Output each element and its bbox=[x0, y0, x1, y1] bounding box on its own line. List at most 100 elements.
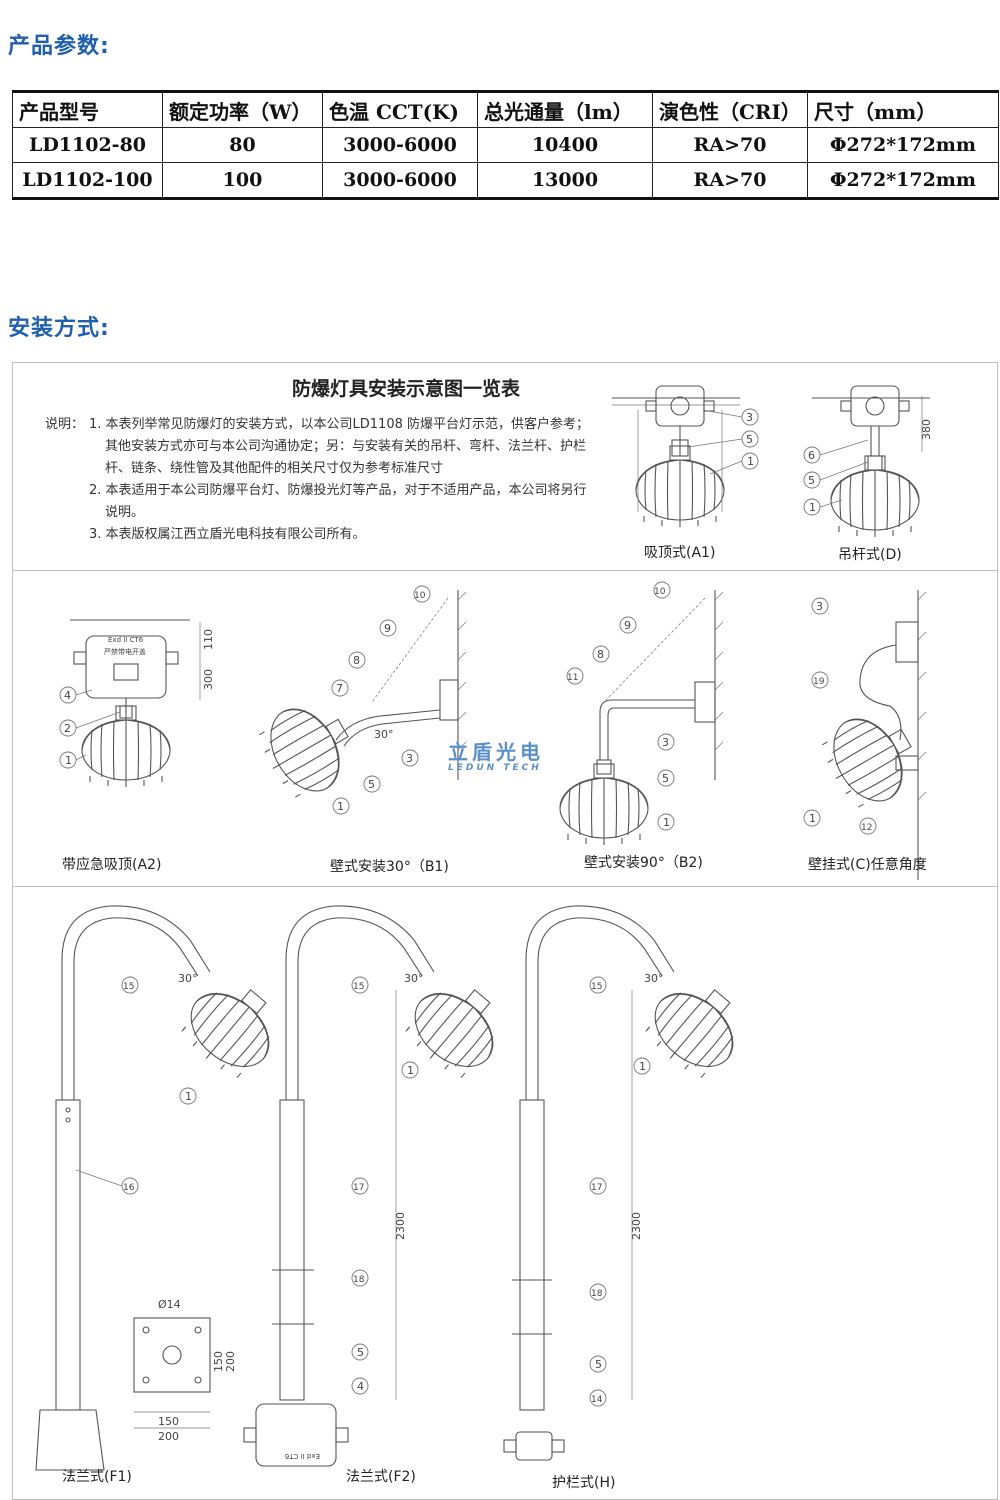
table-row: LD1102-100 100 3000-6000 13000 RA>70 Φ27… bbox=[12, 162, 999, 200]
header-cri: 演色性（CRI） bbox=[652, 90, 808, 128]
note-label: 说明： bbox=[45, 417, 85, 432]
svg-text:1: 1 bbox=[639, 1060, 646, 1073]
sheet-notes: 说明： 1. 本表列举常见防爆灯的安装方式，以本公司LD1108 防爆平台灯示范… bbox=[45, 414, 590, 546]
dim-380: 380 bbox=[920, 419, 933, 440]
svg-text:15: 15 bbox=[353, 982, 364, 992]
cell-cct: 3000-6000 bbox=[322, 162, 478, 200]
cell-power: 100 bbox=[162, 162, 323, 200]
svg-text:1: 1 bbox=[747, 455, 754, 468]
svg-text:1: 1 bbox=[185, 1090, 192, 1103]
note-item: 1. 本表列举常见防爆灯的安装方式，以本公司LD1108 防爆平台灯示范，供客户… bbox=[89, 417, 590, 476]
angle-30: 30° bbox=[178, 972, 198, 985]
svg-text:4: 4 bbox=[357, 1380, 364, 1393]
caption-a2: 带应急吸顶(A2) bbox=[62, 857, 162, 873]
angle-30: 30° bbox=[644, 972, 664, 985]
angle-30: 30° bbox=[374, 728, 394, 741]
install-heading: 安装方式: bbox=[8, 316, 110, 341]
cell-cri: RA>70 bbox=[652, 127, 808, 163]
box-label-2: 严禁带电开盖 bbox=[104, 647, 146, 656]
svg-text:1: 1 bbox=[663, 816, 670, 829]
svg-text:3: 3 bbox=[816, 600, 823, 613]
cell-flux: 13000 bbox=[477, 162, 653, 200]
svg-text:2: 2 bbox=[64, 722, 71, 735]
params-heading: 产品参数: bbox=[8, 34, 110, 59]
caption-b1: 壁式安装30°（B1) bbox=[330, 859, 449, 875]
svg-text:14: 14 bbox=[591, 1395, 603, 1405]
caption-h: 护栏式(H) bbox=[552, 1475, 616, 1491]
svg-text:16: 16 bbox=[123, 1183, 135, 1193]
dim-dia14: Ø14 bbox=[158, 1298, 181, 1311]
watermark-cn: 立盾光电 bbox=[448, 740, 544, 764]
svg-text:9: 9 bbox=[384, 622, 391, 635]
svg-text:4: 4 bbox=[64, 689, 71, 702]
svg-text:15: 15 bbox=[591, 982, 602, 992]
cell-cri: RA>70 bbox=[652, 162, 808, 200]
svg-text:12: 12 bbox=[861, 823, 872, 833]
svg-text:7: 7 bbox=[336, 682, 343, 695]
dim-110: 110 bbox=[202, 629, 215, 650]
drawing-d: 380 651 bbox=[803, 385, 933, 538]
sheet-divider bbox=[12, 570, 998, 571]
note-item: 2. 本表适用于本公司防爆平台灯、防爆投光灯等产品，对于不适用产品，本公司将另行… bbox=[89, 483, 587, 520]
caption-b2: 壁式安装90°（B2) bbox=[584, 855, 703, 871]
drawing-h: 2300 30° 15 1 17 18 5 14 bbox=[503, 905, 757, 1461]
sheet-divider bbox=[12, 886, 998, 887]
svg-text:11: 11 bbox=[567, 673, 578, 683]
header-model: 产品型号 bbox=[12, 90, 163, 128]
svg-text:10: 10 bbox=[654, 587, 666, 597]
svg-text:5: 5 bbox=[595, 1358, 602, 1371]
svg-text:18: 18 bbox=[353, 1275, 365, 1285]
header-flux: 总光通量（lm） bbox=[477, 90, 653, 128]
watermark-en: LEDUN TECH bbox=[448, 763, 542, 773]
drawing-b2: 10 9 8 11 3 5 1 bbox=[559, 581, 724, 846]
box-label-1: Exd II CT6 bbox=[108, 636, 144, 644]
sheet-title: 防爆灯具安装示意图一览表 bbox=[292, 378, 521, 400]
box-label-mirrored: Exd II CT6 bbox=[284, 1452, 320, 1460]
header-cct: 色温 CCT(K) bbox=[322, 90, 478, 128]
drawing-b1: 30° 10 9 8 7 3 5 1 bbox=[250, 585, 467, 815]
cell-model: LD1102-80 bbox=[12, 127, 163, 163]
caption-f2: 法兰式(F2) bbox=[346, 1469, 416, 1485]
caption-a1: 吸顶式(A1) bbox=[644, 545, 716, 561]
svg-text:1: 1 bbox=[407, 1064, 414, 1077]
svg-text:5: 5 bbox=[662, 772, 669, 785]
svg-text:5: 5 bbox=[368, 778, 375, 791]
svg-text:15: 15 bbox=[123, 982, 134, 992]
svg-text:9: 9 bbox=[624, 619, 631, 632]
svg-text:10: 10 bbox=[414, 591, 426, 601]
cell-flux: 10400 bbox=[477, 127, 653, 163]
cell-size: Φ272*172mm bbox=[807, 127, 999, 163]
dim-2300: 2300 bbox=[394, 1212, 407, 1240]
svg-text:8: 8 bbox=[597, 648, 604, 661]
svg-text:1: 1 bbox=[809, 812, 816, 825]
svg-text:17: 17 bbox=[353, 1183, 364, 1193]
svg-text:19: 19 bbox=[813, 677, 825, 687]
svg-text:1: 1 bbox=[65, 754, 72, 767]
svg-text:5: 5 bbox=[357, 1346, 364, 1359]
svg-text:8: 8 bbox=[353, 654, 360, 667]
note-item: 3. 本表版权属江西立盾光电科技有限公司所有。 bbox=[89, 527, 366, 542]
caption-c: 壁挂式(C)任意角度 bbox=[808, 857, 927, 873]
dim-200-v: 200 bbox=[224, 1351, 237, 1372]
dim-2300: 2300 bbox=[630, 1212, 643, 1240]
svg-text:17: 17 bbox=[591, 1183, 602, 1193]
svg-text:3: 3 bbox=[662, 736, 669, 749]
params-table: 产品型号 额定功率（W） 色温 CCT(K) 总光通量（lm） 演色性（CRI）… bbox=[12, 90, 999, 200]
drawing-c: 3 19 1 12 bbox=[803, 590, 929, 880]
caption-d: 吊杆式(D) bbox=[838, 547, 902, 563]
svg-text:18: 18 bbox=[591, 1289, 603, 1299]
angle-30: 30° bbox=[404, 972, 424, 985]
dim-300: 300 bbox=[202, 669, 215, 690]
dim-200: 200 bbox=[158, 1430, 179, 1443]
caption-f1: 法兰式(F1) bbox=[62, 1469, 132, 1485]
svg-text:3: 3 bbox=[406, 752, 413, 765]
svg-text:1: 1 bbox=[337, 800, 344, 813]
brand-watermark: 立盾光电 LEDUN TECH bbox=[448, 736, 544, 773]
cell-size: Φ272*172mm bbox=[807, 162, 999, 200]
svg-text:1: 1 bbox=[809, 501, 816, 514]
drawing-a2: Exd II CT6 严禁带电开盖 110 300 4 2 1 bbox=[59, 619, 215, 788]
header-size: 尺寸（mm） bbox=[807, 90, 999, 128]
dim-150-v: 150 bbox=[212, 1351, 225, 1372]
